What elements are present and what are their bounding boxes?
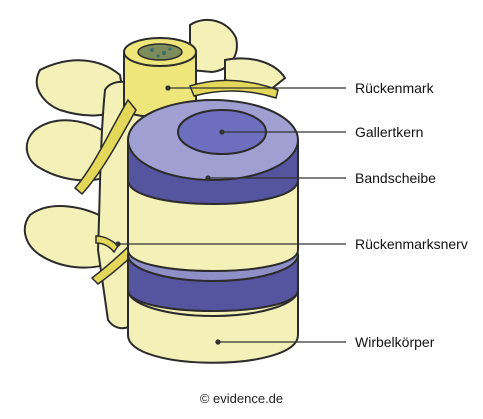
copyright-caption: © evidence.de	[0, 391, 483, 406]
spinal-cord-core	[138, 44, 182, 60]
label-disc: Bandscheibe	[355, 170, 436, 186]
label-vertebral-body: Wirbelkörper	[355, 334, 434, 350]
label-nucleus: Gallertkern	[355, 124, 423, 140]
label-nerve: Rückenmarksnerv	[355, 236, 468, 252]
label-spinal-cord: Rückenmark	[355, 80, 434, 96]
